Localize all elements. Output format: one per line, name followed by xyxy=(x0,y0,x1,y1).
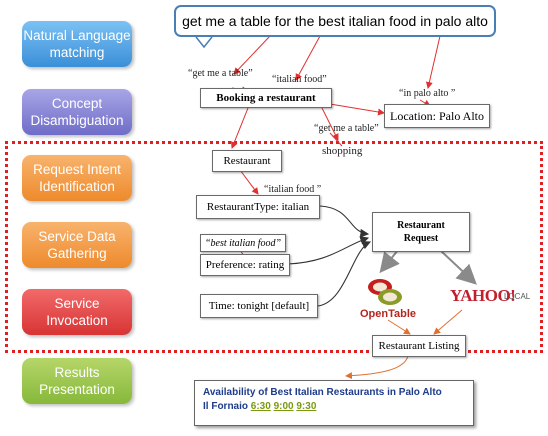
node-restaurant-listing: Restaurant Listing xyxy=(372,335,466,357)
label-italian-food: “italian food” xyxy=(272,74,327,85)
node-label: Booking a restaurant xyxy=(216,92,316,104)
node-restaurant-type: RestaurantType: italian xyxy=(196,195,320,219)
stage-label: Service Data Gathering xyxy=(38,229,116,261)
stage-label: Concept Disambiguation xyxy=(30,96,124,128)
node-label: Restaurant Request xyxy=(397,220,445,244)
query-text: get me a table for the best italian food… xyxy=(182,13,488,29)
restaurant-name: Il Fornaio xyxy=(203,401,248,412)
stage-natural-language-matching: Natural Language matching xyxy=(22,21,132,67)
node-best-italian-food: “best italian food” xyxy=(200,234,286,252)
result-row: Il Fornaio 6:30 9:00 9:30 xyxy=(203,401,316,412)
stage-concept-disambiguation: Concept Disambiguation xyxy=(22,89,132,135)
node-preference: Preference: rating xyxy=(200,254,290,276)
node-time: Time: tonight [default] xyxy=(200,294,318,318)
node-label: Time: tonight [default] xyxy=(208,300,310,312)
node-booking-restaurant: Booking a restaurant xyxy=(200,88,332,108)
opentable-text: OpenTable xyxy=(360,308,416,320)
label-shopping: shopping xyxy=(322,145,363,157)
result-card: Availability of Best Italian Restaurants… xyxy=(194,380,474,426)
node-label: Restaurant xyxy=(223,155,271,167)
highlight-box xyxy=(5,141,543,353)
label-in-palo-alto: “in palo alto ” xyxy=(399,88,456,99)
query-bubble: get me a table for the best italian food… xyxy=(174,5,496,37)
node-restaurant-request: Restaurant Request xyxy=(372,212,470,252)
node-label: Location: Palo Alto xyxy=(390,108,484,123)
yahoo-local-label: LOCAL xyxy=(504,292,531,301)
result-title: Availability of Best Italian Restaurants… xyxy=(203,387,442,398)
stage-label: Service Invocation xyxy=(46,296,108,328)
time-link[interactable]: 6:30 xyxy=(250,401,271,412)
stage-request-intent-identification: Request Intent Identification xyxy=(22,155,132,201)
stage-label: Natural Language matching xyxy=(23,28,131,60)
node-label: Restaurant Listing xyxy=(378,340,460,352)
yahoo-logo: YAHOO! xyxy=(450,286,516,305)
time-link[interactable]: 9:30 xyxy=(296,401,317,412)
label-italian-food-2: “italian food ” xyxy=(264,184,322,195)
node-location: Location: Palo Alto xyxy=(384,104,490,128)
stage-service-data-gathering: Service Data Gathering xyxy=(22,222,132,268)
stage-label: Results Presentation xyxy=(39,365,115,397)
time-link[interactable]: 9:00 xyxy=(273,401,294,412)
node-label: RestaurantType: italian xyxy=(206,201,310,213)
node-restaurant: Restaurant xyxy=(212,150,282,172)
label-get-me-a-table-2: “get me a table” xyxy=(314,123,379,134)
label-get-me-a-table: “get me a table” xyxy=(188,68,253,79)
stage-results-presentation: Results Presentation xyxy=(22,358,132,404)
node-label: “best italian food” xyxy=(204,237,282,249)
opentable-logo: OpenTable xyxy=(358,271,424,321)
stage-service-invocation: Service Invocation xyxy=(22,289,132,335)
node-label: Preference: rating xyxy=(205,259,285,271)
stage-label: Request Intent Identification xyxy=(33,162,121,194)
